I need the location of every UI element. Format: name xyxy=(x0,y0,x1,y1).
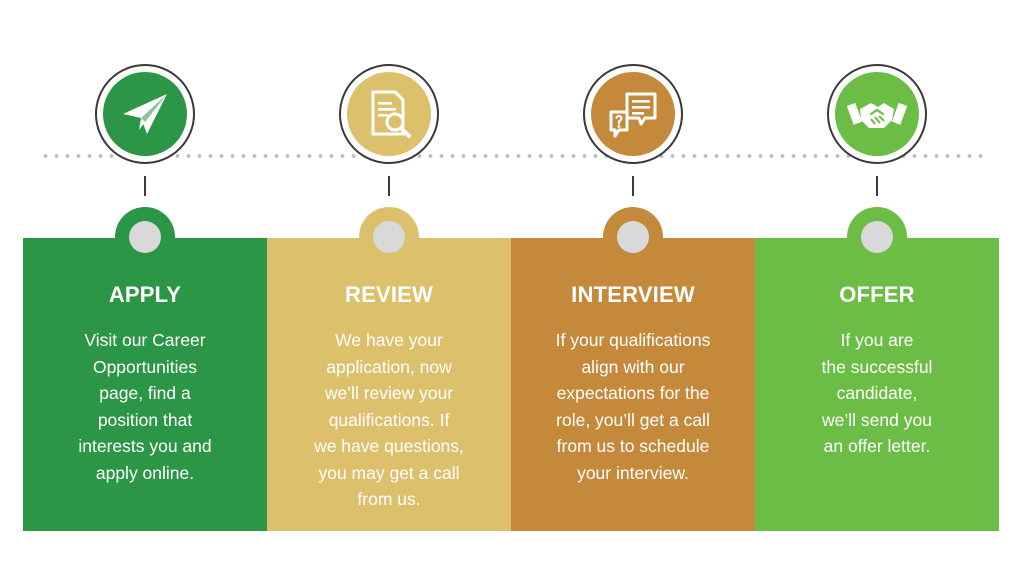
icon-ring xyxy=(95,64,195,164)
connector-stem xyxy=(876,176,878,196)
document-search-icon xyxy=(371,90,411,138)
chat-bubbles-icon xyxy=(609,92,657,138)
icon-ring xyxy=(339,64,439,164)
icon-ring xyxy=(827,64,927,164)
connector-stem xyxy=(144,176,146,196)
step-panel xyxy=(511,238,755,531)
step-knob xyxy=(115,207,175,267)
handshake-icon xyxy=(847,102,907,128)
step-title: REVIEW xyxy=(345,282,433,307)
step-description: If your qualifications align with our ex… xyxy=(555,330,711,483)
connector-stem xyxy=(632,176,634,196)
step-offer: OFFER If you are the successful candidat… xyxy=(755,0,999,576)
step-description: Visit our Career Opportunities page, fin… xyxy=(78,330,212,483)
step-knob xyxy=(359,207,419,267)
step-knob xyxy=(603,207,663,267)
step-title: APPLY xyxy=(108,282,182,307)
connector-stem xyxy=(388,176,390,196)
step-interview: INTERVIEW If your qualifications align w… xyxy=(511,0,755,576)
step-title: INTERVIEW xyxy=(571,282,695,307)
step-title: OFFER xyxy=(839,282,915,307)
step-review: REVIEW We have your application, now we’… xyxy=(267,0,511,576)
step-apply: APPLY Visit our Career Opportunities pag… xyxy=(23,0,267,576)
timeline-dotted-line xyxy=(40,153,984,159)
step-knob xyxy=(847,207,907,267)
paper-plane-icon xyxy=(123,94,167,134)
step-panel xyxy=(267,238,511,531)
step-panel xyxy=(23,238,267,531)
icon-ring xyxy=(583,64,683,164)
step-description: If you are the successful candidate, we’… xyxy=(821,330,933,456)
step-panel xyxy=(755,238,999,531)
step-description: We have your application, now we’ll revi… xyxy=(314,330,464,509)
